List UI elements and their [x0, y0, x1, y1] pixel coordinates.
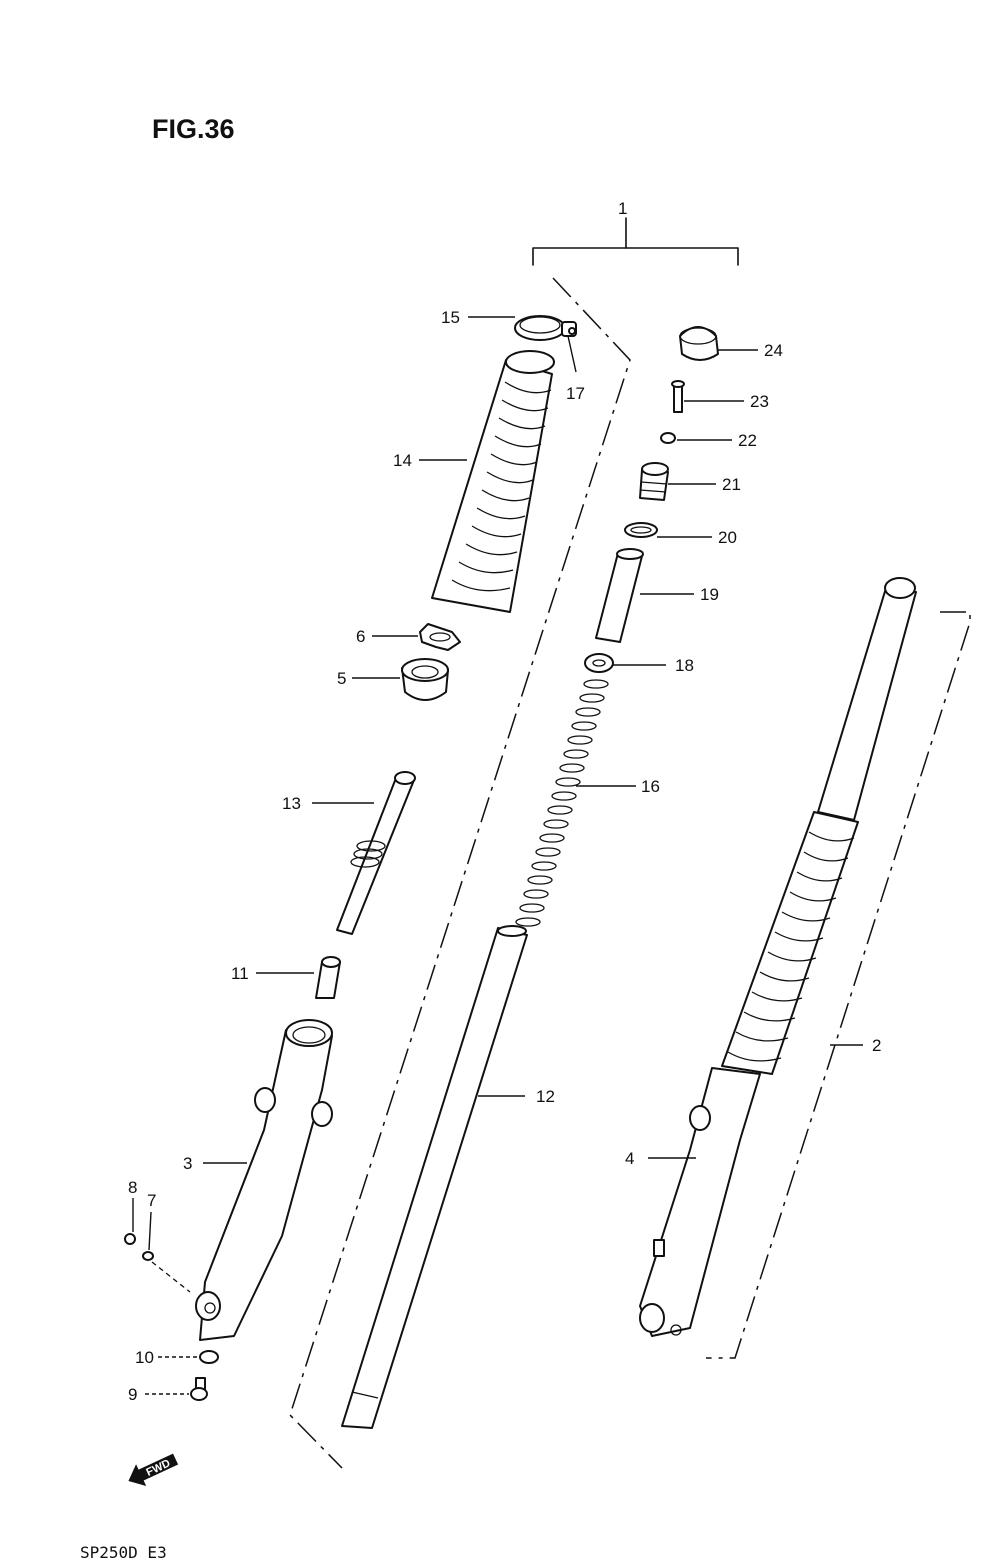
part-4-outer-tube — [639, 1067, 761, 1337]
part-9-bolt — [190, 1377, 208, 1401]
figure-footer-code: SP250D E3 — [80, 1543, 167, 1562]
part-6-washer — [419, 623, 461, 651]
callout-23: 23 — [750, 392, 769, 411]
callout-14: 14 — [393, 451, 412, 470]
callout-20: 20 — [718, 528, 737, 547]
callout-6: 6 — [356, 627, 365, 646]
callout-22: 22 — [738, 431, 757, 450]
callout-3: 3 — [183, 1154, 192, 1173]
part-23-air-valve — [671, 380, 685, 413]
callout-16: 16 — [641, 777, 660, 796]
callout-9: 9 — [128, 1385, 137, 1404]
callout-2: 2 — [872, 1036, 881, 1055]
leader-lines — [132, 316, 863, 1395]
callout-8: 8 — [128, 1178, 137, 1197]
part-18-spring-seat — [584, 653, 614, 673]
callout-7: 7 — [147, 1191, 156, 1210]
assembly-bracket — [532, 217, 739, 266]
callout-10: 10 — [135, 1348, 154, 1367]
part-22-o-ring — [660, 432, 676, 444]
part-20-o-ring — [624, 522, 658, 538]
callout-11: 11 — [231, 964, 249, 983]
part-2-fork-assembly — [721, 577, 917, 1075]
forward-direction-badge: FWD — [128, 1453, 179, 1486]
callout-15: 15 — [441, 308, 460, 327]
assembly-path-7 — [151, 1261, 191, 1293]
callout-1: 1 — [618, 199, 627, 218]
part-19-spacer — [595, 548, 644, 643]
callout-4: 4 — [625, 1149, 634, 1168]
part-24-cap — [679, 326, 719, 361]
part-17-screw — [561, 321, 577, 337]
part-11-oil-lock-piece — [315, 956, 341, 999]
callout-13: 13 — [282, 794, 301, 813]
alignment-lines — [289, 277, 971, 1469]
fwd-label: FWD — [144, 1457, 172, 1478]
part-14-fork-boot — [431, 350, 555, 613]
part-3-outer-tube — [195, 1019, 333, 1341]
part-10-gasket — [199, 1350, 219, 1364]
figure-title: FIG.36 — [152, 114, 235, 144]
callout-12: 12 — [536, 1087, 555, 1106]
part-7-washer — [142, 1251, 154, 1261]
callout-17: 17 — [566, 384, 585, 403]
callout-24: 24 — [764, 341, 783, 360]
part-12-inner-tube — [341, 925, 528, 1429]
part-21-cap-bolt — [639, 462, 669, 501]
part-15-clamp — [514, 315, 566, 341]
callout-19: 19 — [700, 585, 719, 604]
part-5-oil-seal — [401, 658, 449, 701]
part-13-damper-rod — [336, 771, 416, 935]
callout-21: 21 — [722, 475, 741, 494]
callout-18: 18 — [675, 656, 694, 675]
part-16-fork-spring — [515, 679, 609, 927]
part-8-bolt — [124, 1233, 136, 1245]
callout-5: 5 — [337, 669, 346, 688]
callout-labels: 1 2 3 4 5 6 7 8 9 10 11 12 13 14 15 16 1… — [128, 199, 881, 1404]
